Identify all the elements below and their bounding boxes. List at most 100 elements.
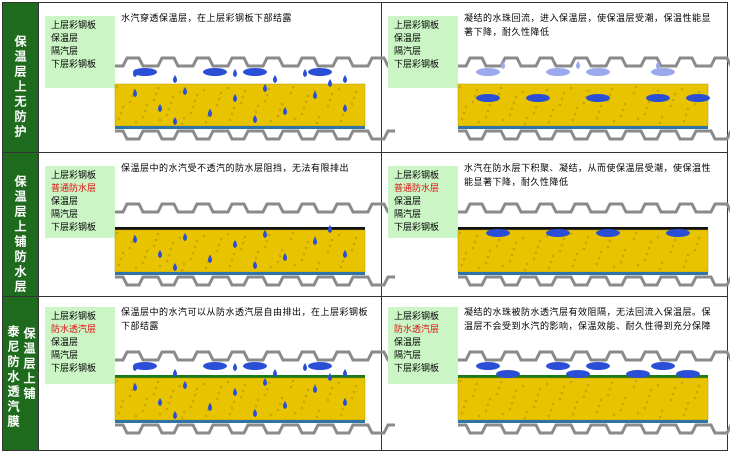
insulation-texture [534,251,538,255]
insulation-texture [460,411,464,415]
insulation-texture [119,257,123,261]
column-divider [381,2,382,451]
insulation-texture [267,233,271,237]
insulation-layer [114,229,366,273]
condensation-cluster [686,94,710,102]
layer-legend: 上层彩钢板防水透汽层保温层隔汽层下层彩钢板 [45,307,115,384]
insulation-texture [636,263,640,267]
condensation-cluster [626,370,650,378]
insulation-texture [191,399,195,403]
lower-steel-sheet [115,423,395,435]
insulation-texture [193,99,197,103]
roof-cross-section [114,350,395,435]
insulation-texture [695,390,699,394]
lower-steel-sheet [458,129,730,141]
insulation-texture [562,237,566,241]
insulation-texture [573,112,577,116]
insulation-texture [619,260,623,264]
insulation-texture [171,389,175,393]
insulation-texture [328,98,332,102]
insulation-texture [471,394,475,398]
row-header-breathable: 保温层上铺 泰尼防水透汽膜 [3,297,38,450]
insulation-texture [280,102,284,106]
insulation-texture [243,383,247,387]
water-drop [253,261,257,269]
insulation-texture [178,384,182,388]
insulation-texture [473,240,477,244]
insulation-texture [634,379,638,383]
water-drop [208,109,212,117]
insulation-texture [521,90,525,94]
layer-legend-item: 上层彩钢板 [394,171,440,181]
insulation-texture [460,263,464,267]
insulation-texture [634,231,638,235]
insulation-texture [158,118,162,122]
insulation-texture [514,95,518,99]
roof-cross-section [457,56,730,141]
insulation-texture [341,407,345,411]
water-drop [253,115,257,123]
layer-legend-item: 普通防水层 [51,184,97,194]
insulation-texture [523,122,527,126]
layer-legend-item: 下层彩钢板 [394,364,440,374]
insulation-texture [645,252,649,256]
insulation-texture [523,268,527,272]
insulation-texture [228,412,232,416]
insulation-texture [608,387,612,391]
layer-legend-item: 保温层 [51,338,79,348]
condensation-cluster [476,94,500,102]
condensation-cluster [476,362,500,370]
insulation-texture [636,117,640,121]
insulation-texture [328,392,332,396]
insulation-texture [291,231,295,235]
insulation-texture [145,103,149,107]
insulation-texture [560,97,564,101]
insulation-texture [597,404,601,408]
water-drop [183,381,187,389]
condensation-cluster [243,68,267,76]
insulation-texture [263,245,267,249]
insulation-texture [276,114,280,118]
insulation-texture [484,115,488,119]
insulation-texture [538,239,542,243]
insulation-texture [339,413,343,417]
insulation-texture [304,100,308,104]
insulation-texture [658,121,662,125]
condensation-cluster [486,229,510,237]
insulation-texture [267,87,271,91]
insulation-layer [457,83,709,127]
insulation-texture [193,393,197,397]
insulation-texture [156,232,160,236]
insulation-texture [145,249,149,253]
insulation-texture [204,266,208,270]
waterproof-layer [458,227,708,230]
insulation-texture [634,85,638,89]
roof-cross-section [114,56,395,141]
insulation-layer [114,377,366,421]
insulation-texture [265,387,269,391]
insulation-texture [158,412,162,416]
insulation-texture [647,246,651,250]
insulation-texture [232,400,236,404]
insulation-texture [464,105,468,109]
insulation-texture [545,88,549,92]
row-divider [2,296,728,297]
insulation-texture [510,107,514,111]
insulation-texture [645,400,649,404]
insulation-texture [152,244,156,248]
row-header-text: 保温层上铺 [22,327,36,402]
insulation-texture [195,387,199,391]
insulation-texture [328,244,332,248]
insulation-texture [538,387,542,391]
condensation-cluster [586,362,610,370]
water-drop [343,369,347,377]
insulation-texture [256,104,260,108]
insulation-texture [671,98,675,102]
insulation-texture [265,93,269,97]
insulation-texture [512,101,516,105]
vapor-barrier [458,126,708,129]
water-drop [328,79,332,87]
water-drop [133,383,137,391]
insulation-texture [302,106,306,110]
insulation-texture [189,405,193,409]
